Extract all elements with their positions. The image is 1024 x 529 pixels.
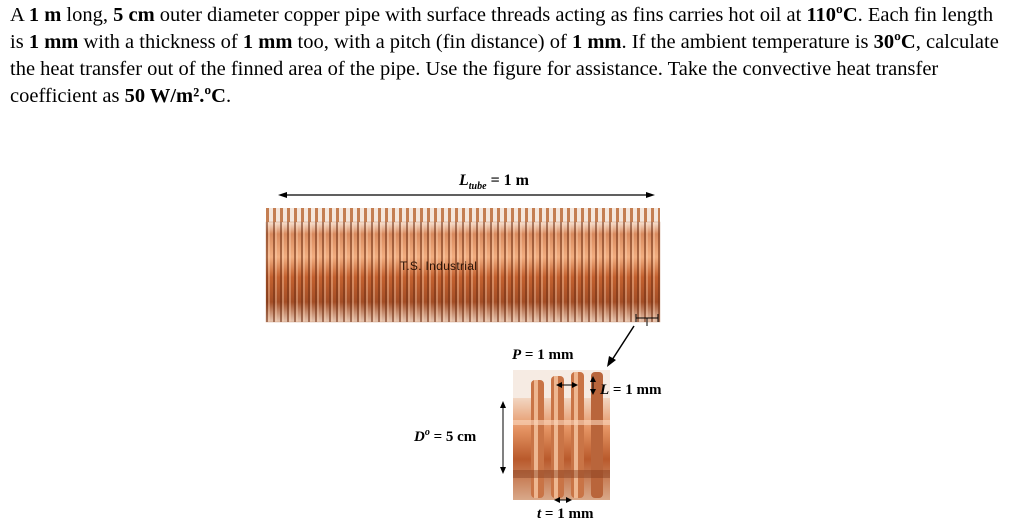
diameter-arrow [500, 401, 506, 474]
problem-statement: A 1 m long, 5 cm outer diameter copper p… [10, 4, 999, 107]
outer-diameter-label: Do = 5 cm [414, 427, 477, 445]
thickness-label: t = 1 mm [537, 506, 594, 522]
pitch-label: P = 1 mm [512, 347, 574, 363]
fin-bracket-marker [635, 314, 659, 326]
zoom-arrow [607, 325, 635, 367]
closeup-detail [513, 370, 610, 500]
watermark-text: T.S. Industrial [400, 259, 478, 273]
thickness-arrow [554, 497, 572, 503]
finned-pipe [265, 208, 661, 323]
tube-length-dimension [278, 192, 655, 198]
pitch-arrow [556, 382, 578, 388]
fin-length-arrow [590, 376, 596, 395]
fin-length-label: L = 1 mm [600, 382, 662, 398]
tube-length-label: Ltube = 1 m [459, 172, 530, 193]
